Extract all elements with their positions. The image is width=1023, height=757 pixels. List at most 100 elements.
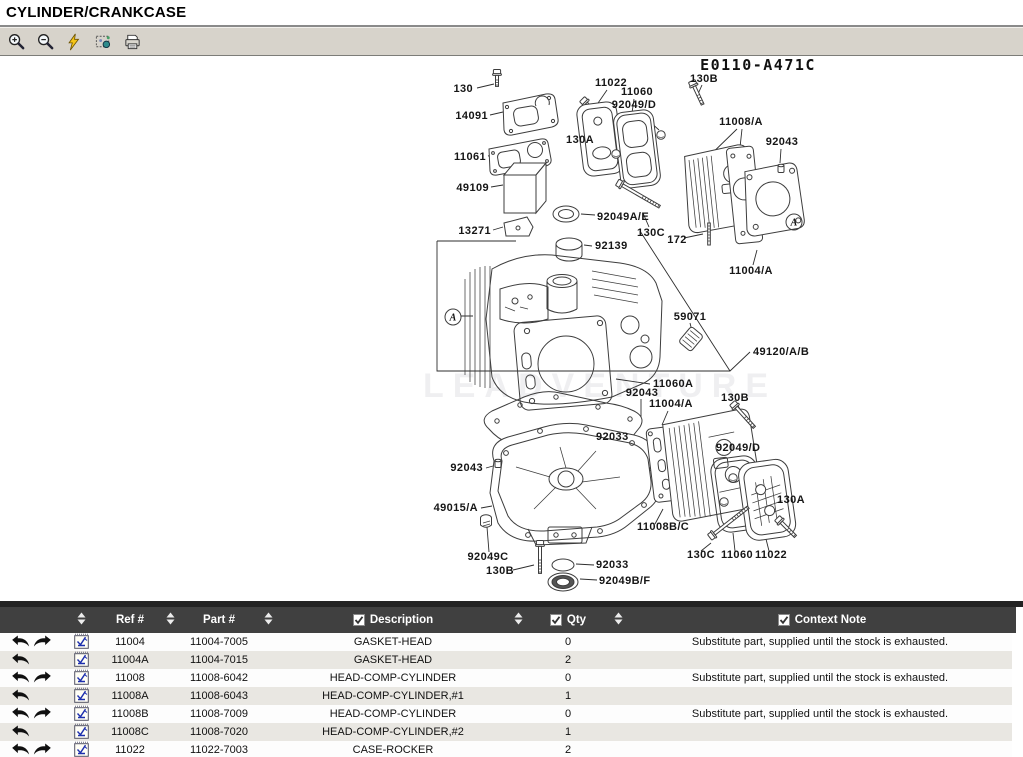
qty-checkbox[interactable]: [549, 614, 562, 626]
ring-92049ae: [552, 205, 580, 223]
context-note-cell: Substitute part, supplied until the stoc…: [691, 672, 949, 684]
description-cell: CASE-ROCKER: [352, 744, 434, 756]
sort-icon[interactable]: [77, 612, 86, 628]
redo-arrow-icon[interactable]: [33, 634, 53, 650]
context-note-cell: Substitute part, supplied until the stoc…: [691, 636, 949, 648]
parts-diagram[interactable]: LEADVENTURE E0110-A471C: [0, 56, 1023, 601]
title-bar: CYLINDER/CRANKCASE: [0, 0, 1023, 27]
undo-arrow-icon[interactable]: [10, 634, 30, 650]
part-label[interactable]: 92049/D: [716, 442, 760, 454]
undo-arrow-icon[interactable]: [10, 742, 30, 757]
part-label[interactable]: 92049B/F: [599, 575, 651, 587]
part-label[interactable]: 130C: [687, 549, 715, 561]
sort-icon[interactable]: [514, 612, 523, 628]
cap-92049d-top2: [611, 149, 621, 159]
header-qty[interactable]: Qty: [528, 607, 608, 633]
part-crankcase-block: [464, 254, 663, 411]
edit-note-icon[interactable]: [73, 741, 89, 757]
part-label[interactable]: 11004/A: [649, 398, 693, 410]
part-label[interactable]: 130A: [777, 494, 805, 506]
part-label[interactable]: 92049C: [468, 551, 509, 563]
part-label[interactable]: 130A: [566, 134, 594, 146]
redo-arrow-icon[interactable]: [33, 670, 53, 686]
context-note-checkbox[interactable]: [777, 614, 790, 626]
part-label[interactable]: 11060A: [653, 378, 693, 390]
undo-arrow-icon[interactable]: [10, 724, 30, 740]
description-cell: HEAD-COMP-CYLINDER: [329, 672, 457, 684]
part-label[interactable]: 14091: [455, 110, 488, 122]
part-label[interactable]: 49120/A/B: [753, 346, 809, 358]
undo-arrow-icon[interactable]: [10, 670, 30, 686]
context-note-cell: [628, 651, 1012, 669]
part-label[interactable]: 92033: [596, 559, 629, 571]
cap-92049d-top: [656, 130, 666, 140]
ref-cell: 11004A: [111, 654, 149, 666]
part-label[interactable]: 11060: [621, 86, 653, 98]
part-label[interactable]: 130C: [637, 227, 665, 239]
print-button[interactable]: [121, 31, 143, 53]
redo-arrow-icon[interactable]: [33, 742, 53, 757]
lightning-button[interactable]: [63, 31, 85, 53]
edit-note-icon[interactable]: [73, 687, 89, 705]
part-label[interactable]: 92043: [450, 462, 483, 474]
undo-arrow-icon[interactable]: [10, 688, 30, 704]
part-label[interactable]: 11060: [721, 549, 753, 561]
oring-92033-lower: [551, 558, 575, 572]
view-marker-a-left: A: [444, 308, 462, 326]
zoom-out-button[interactable]: [34, 31, 56, 53]
edit-note-icon[interactable]: [73, 705, 89, 723]
description-cell: GASKET-HEAD: [353, 654, 433, 666]
part-label[interactable]: 92139: [595, 240, 628, 252]
context-note-cell: [628, 687, 1012, 705]
undo-arrow-icon[interactable]: [10, 706, 30, 722]
part-label[interactable]: 11008B/C: [637, 521, 689, 533]
edit-note-icon[interactable]: [73, 723, 89, 741]
header-description[interactable]: Description: [278, 607, 508, 633]
part-label[interactable]: 49109: [456, 182, 489, 194]
table-row: 11008B 11008-7009 HEAD-COMP-CYLINDER 0 S…: [0, 705, 1012, 723]
ref-cell: 11008B: [111, 708, 149, 720]
part-label[interactable]: 92049/D: [612, 99, 656, 111]
redo-arrow-icon[interactable]: [33, 706, 53, 722]
table-row: 11008A 11008-6043 HEAD-COMP-CYLINDER,#1 …: [0, 687, 1012, 705]
part-label[interactable]: 92033: [596, 431, 629, 443]
part-label[interactable]: 92043: [766, 136, 799, 148]
qty-cell: 2: [564, 744, 572, 756]
edit-note-icon[interactable]: [73, 633, 89, 651]
part-label[interactable]: 172: [667, 234, 687, 246]
part-label[interactable]: 59071: [674, 311, 707, 323]
part-label[interactable]: 49015/A: [434, 502, 478, 514]
part-label[interactable]: 92049A/E: [597, 211, 649, 223]
part-label[interactable]: 13271: [458, 225, 491, 237]
header-ref[interactable]: Ref #: [115, 614, 145, 626]
table-top-bar: [0, 601, 1023, 607]
description-checkbox[interactable]: [352, 614, 365, 626]
part-label[interactable]: 11022: [595, 77, 627, 89]
cap-92049d-lower: [728, 473, 738, 483]
part-label[interactable]: 130B: [721, 392, 749, 404]
header-part[interactable]: Part #: [203, 614, 235, 626]
qty-cell: 1: [564, 726, 572, 738]
part-label[interactable]: 130B: [486, 565, 514, 577]
part-label[interactable]: 130B: [690, 73, 718, 85]
part-label[interactable]: 130: [453, 83, 473, 95]
part-label[interactable]: 11061: [454, 151, 486, 163]
description-cell: GASKET-HEAD: [353, 636, 433, 648]
part-label[interactable]: 11008/A: [719, 116, 763, 128]
ref-cell: 11022: [115, 744, 145, 756]
sort-icon[interactable]: [614, 612, 623, 628]
part-label[interactable]: 11022: [755, 549, 787, 561]
part-label[interactable]: 11004/A: [729, 265, 773, 277]
sort-icon[interactable]: [264, 612, 273, 628]
part-cell: 11008-6043: [190, 690, 248, 702]
header-context-note[interactable]: Context Note: [628, 607, 1016, 633]
edit-note-icon[interactable]: [73, 669, 89, 687]
undo-arrow-icon[interactable]: [10, 652, 30, 668]
sort-icon[interactable]: [166, 612, 175, 628]
edit-note-icon[interactable]: [73, 651, 89, 669]
zoom-in-button[interactable]: [5, 31, 27, 53]
part-oil-pan-49015a: [489, 422, 661, 546]
part-label[interactable]: 92043: [626, 387, 659, 399]
hotspot-select-button[interactable]: [92, 31, 114, 53]
